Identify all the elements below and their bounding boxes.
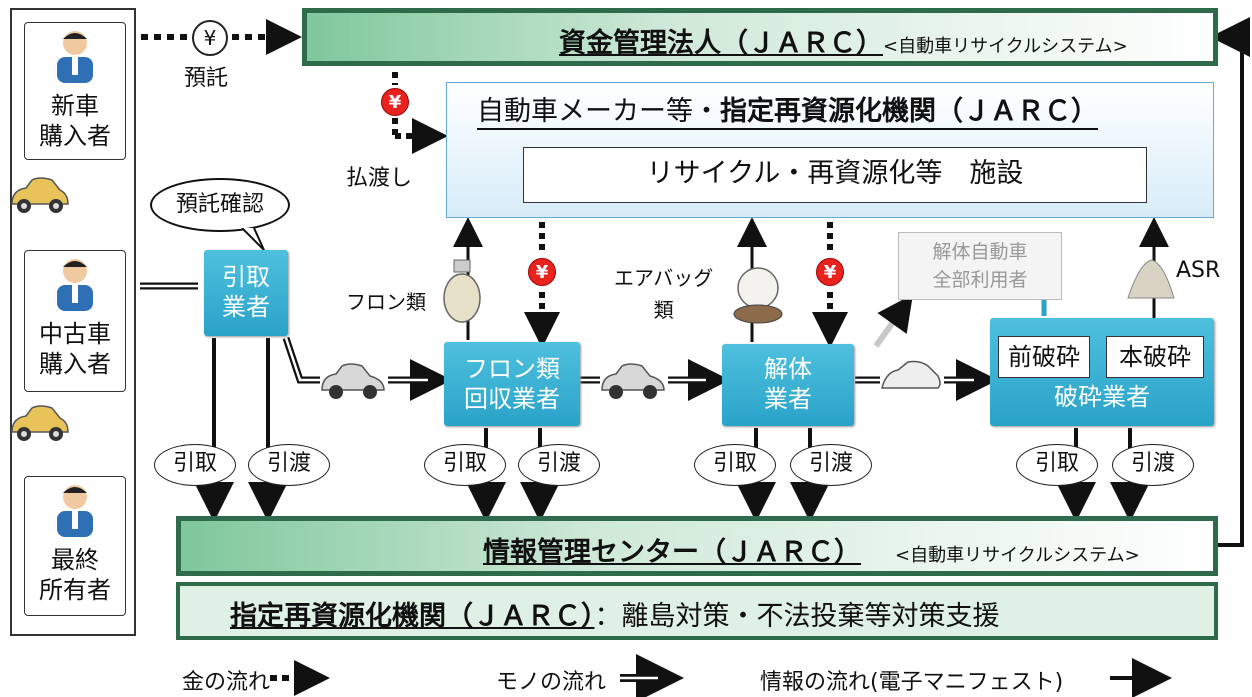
take-oval: 引取 [694, 444, 776, 486]
main-shred-box: 本破砕 [1106, 336, 1204, 378]
recycling-facility: リサイクル・再資源化等 施設 [523, 147, 1147, 203]
maker-title-plain: 自動車メーカー等・ [477, 96, 720, 127]
deliver-oval: 引渡 [518, 444, 600, 486]
bubble-tail [241, 228, 265, 251]
asr-pile-icon [1127, 259, 1175, 299]
info-center-title: 情報管理センター（ＪＡＲＣ） [483, 537, 861, 568]
dismantled-car-icon [881, 360, 941, 389]
yen-deposit-icon: ¥ [192, 20, 228, 56]
freon-recovery-box: フロン類 回収業者 [444, 342, 580, 426]
designated-agency-title: 指定再資源化機関（ＪＡＲＣ） [230, 601, 595, 632]
person-icon [57, 259, 93, 311]
shredder-label: 破砕業者 [1054, 383, 1150, 411]
maker-box: 自動車メーカー等・指定再資源化機関（ＪＡＲＣ） リサイクル・再資源化等 施設 [446, 82, 1214, 218]
take-oval: 引取 [154, 444, 236, 486]
person-icon [57, 485, 93, 537]
take-oval: 引取 [424, 444, 506, 486]
final-owner-label: 最終 所有者 [39, 546, 111, 604]
car-icon [11, 177, 69, 213]
designated-agency-support: ：離島対策・不法投棄等対策支援 [594, 601, 1000, 632]
pickup-business-box: 引取 業者 [204, 250, 288, 336]
airbag-material-label: エアバッグ 類 [614, 266, 714, 322]
yen-payout-icon: ¥ [381, 88, 409, 116]
payout-label: 払渡し [346, 166, 413, 191]
car-icon [11, 405, 69, 441]
legend-money: 金の流れ [182, 670, 271, 695]
take-oval: 引取 [1016, 444, 1098, 486]
person-icon [57, 31, 93, 83]
final-owner: 最終 所有者 [24, 476, 126, 616]
airbag-icon [733, 267, 783, 324]
pre-shred-box: 前破砕 [998, 336, 1090, 378]
dismantler-box: 解体 業者 [722, 344, 854, 426]
info-center-subtitle: <自動車リサイクルシステム> [895, 545, 1140, 566]
deposit-label: 預託 [184, 66, 229, 91]
yen-freon-icon: ¥ [528, 258, 556, 286]
used-car-buyer-label: 中古車 購入者 [39, 320, 111, 378]
deposit-check-bubble: 預託確認 [150, 178, 290, 232]
freon-canister-icon [443, 259, 481, 323]
shredder-box: 前破砕 本破砕 破砕業者 [990, 318, 1214, 426]
freon-material-label: フロン類 [346, 290, 426, 314]
info-center-bar: 情報管理センター（ＪＡＲＣ） <自動車リサイクルシステム> [176, 516, 1218, 576]
deliver-oval: 引渡 [248, 444, 330, 486]
designated-agency-bar: 指定再資源化機関（ＪＡＲＣ）：離島対策・不法投棄等対策支援 [176, 582, 1218, 640]
legend-goods: モノの流れ [496, 670, 607, 695]
car-icon [601, 363, 665, 399]
car-icon [321, 363, 385, 399]
fund-management-bar: 資金管理法人（ＪＡＲＣ）<自動車リサイクルシステム> [302, 8, 1218, 66]
maker-title-bold: 指定再資源化機関（ＪＡＲＣ） [720, 96, 1098, 127]
fund-management-title: 資金管理法人（ＪＡＲＣ） [559, 28, 883, 59]
fund-management-subtitle: <自動車リサイクルシステム> [883, 36, 1128, 57]
deliver-oval: 引渡 [1112, 444, 1194, 486]
legend-info: 情報の流れ(電子マニフェスト) [760, 670, 1064, 695]
full-use-box: 解体自動車 全部利用者 [898, 232, 1062, 300]
deliver-oval: 引渡 [790, 444, 872, 486]
new-car-buyer: 新車 購入者 [24, 22, 126, 160]
used-car-buyer: 中古車 購入者 [24, 250, 126, 392]
yen-dismantle-icon: ¥ [816, 258, 844, 286]
asr-label: ASR [1176, 258, 1221, 283]
new-car-buyer-label: 新車 購入者 [39, 92, 111, 150]
